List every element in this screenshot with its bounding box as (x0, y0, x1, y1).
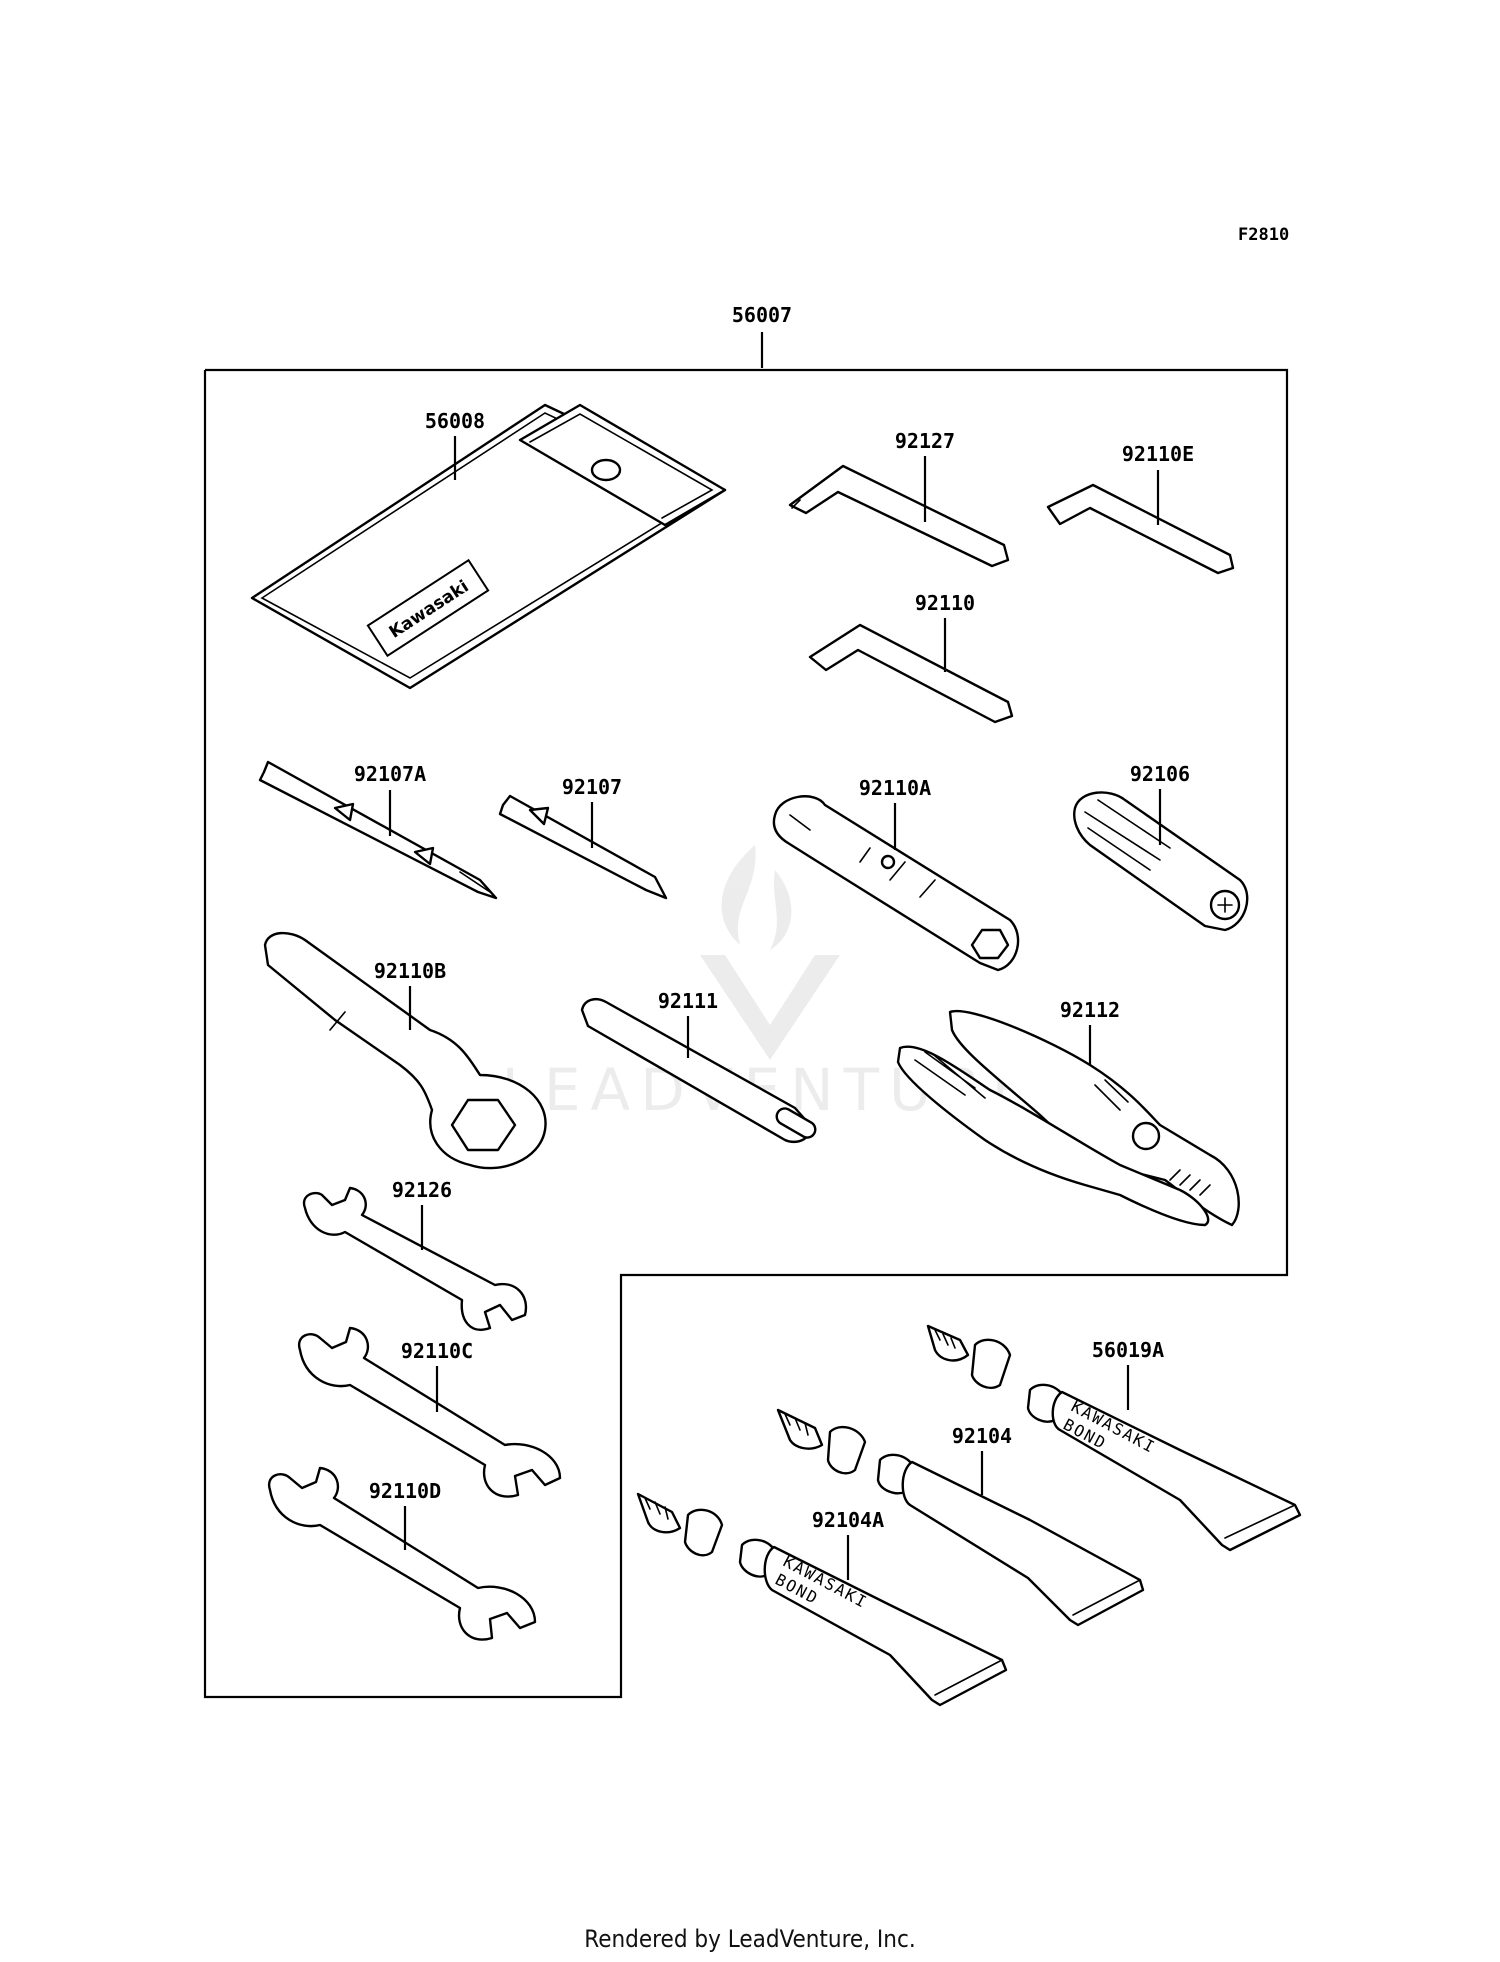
pouch-logo-icon (366, 558, 490, 658)
part-label-92107: 92107 (562, 775, 622, 799)
hex-key-92110-part (808, 623, 1014, 724)
assembly-label: 56007 (732, 303, 792, 327)
footer-credit: Rendered by LeadVenture, Inc. (584, 1925, 916, 1953)
pouch-part: Kawasaki (250, 403, 727, 690)
hex-key-92127-part (788, 464, 1010, 568)
socket-wrench-92110a-part (772, 795, 1020, 972)
adapter-92106-part (1073, 791, 1249, 932)
part-label-92106: 92106 (1130, 762, 1190, 786)
part-label-92104a: 92104A (812, 1508, 884, 1532)
part-label-92107a: 92107A (354, 762, 426, 786)
part-label-92110b: 92110B (374, 959, 446, 983)
open-wrench-92126-part (302, 1186, 528, 1331)
open-wrench-92110d-part (267, 1466, 537, 1641)
part-label-92110: 92110 (915, 591, 975, 615)
screwdriver-92107-part (498, 794, 668, 900)
watermark-flame-icon (721, 845, 792, 950)
part-label-92111: 92111 (658, 989, 718, 1013)
handle-bar-92111-part (580, 998, 817, 1144)
part-label-56008: 56008 (425, 409, 485, 433)
part-label-92110a: 92110A (859, 776, 931, 800)
part-label-92110c: 92110C (401, 1339, 473, 1363)
part-label-92110e: 92110E (1122, 442, 1194, 466)
screwdriver-92107a-part (258, 760, 498, 900)
grease-tube-92104-part (776, 1408, 1145, 1627)
part-label-56019a: 56019A (1092, 1338, 1164, 1362)
open-wrench-92110c-part (297, 1326, 562, 1498)
watermark-v-icon (700, 955, 840, 1060)
ring-wrench-92110b-part (263, 931, 547, 1170)
assembly-frame (203, 368, 1289, 1699)
hex-key-92110e-part (1046, 483, 1235, 575)
figure-code: F2810 (1238, 225, 1289, 245)
part-label-92126: 92126 (392, 1178, 452, 1202)
part-label-92110d: 92110D (369, 1479, 441, 1503)
part-label-92112: 92112 (1060, 998, 1120, 1022)
pliers-92112-part (896, 1009, 1240, 1227)
part-label-92104: 92104 (952, 1424, 1012, 1448)
part-label-92127: 92127 (895, 429, 955, 453)
